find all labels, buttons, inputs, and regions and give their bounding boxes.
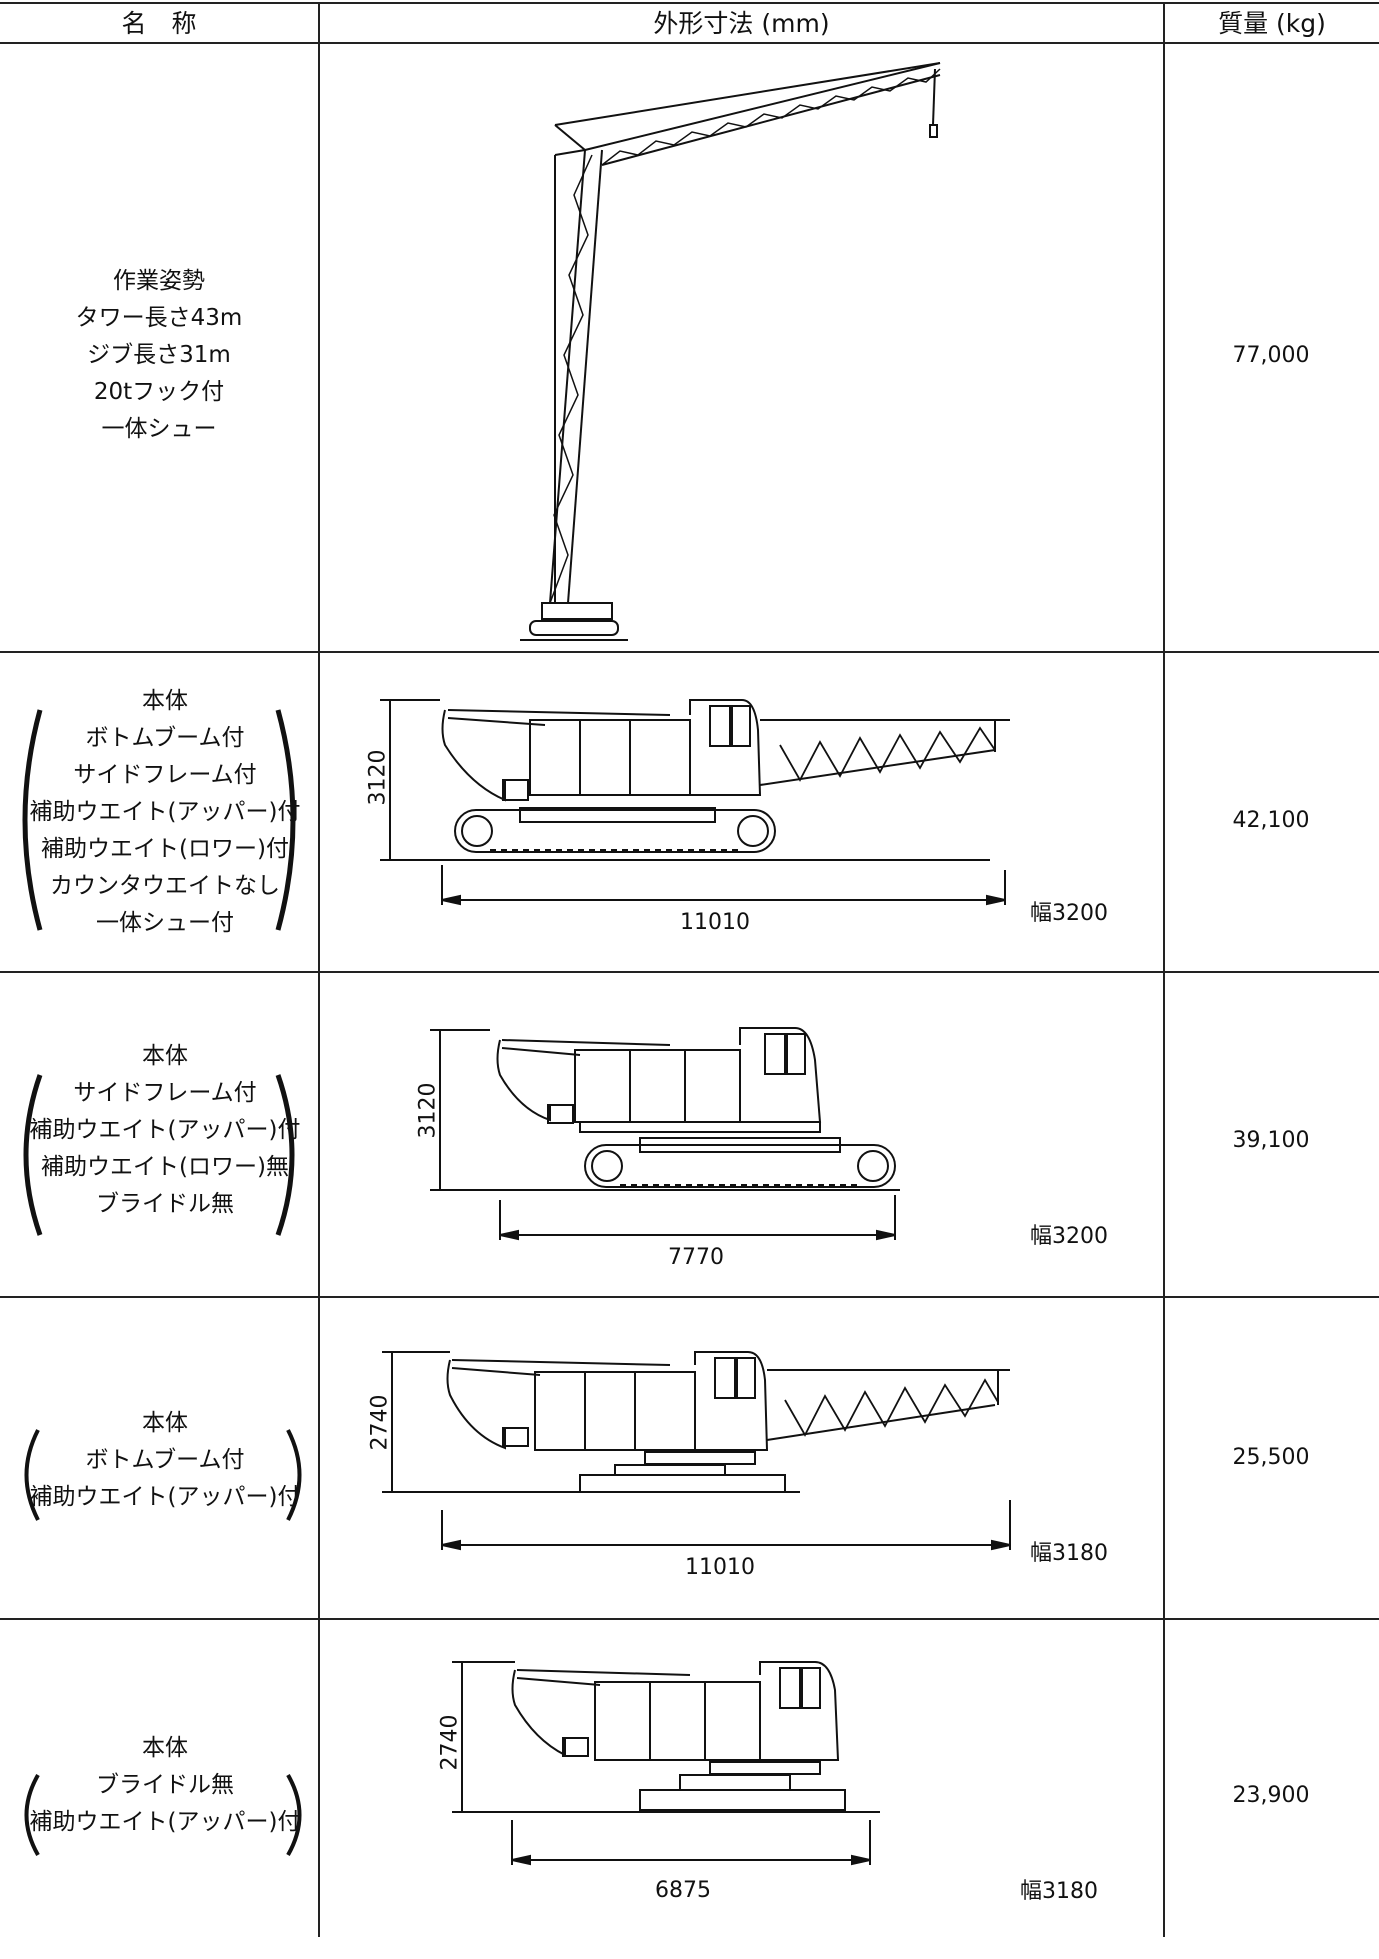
col-divider-right [1163,2,1165,1937]
row2-name-line: 一体シュー付 [96,910,234,936]
row3-brackets [23,1074,295,1236]
row5-width-label: 幅3180 [1020,1879,1098,1904]
row3-name-line: 補助ウエイト(アッパー)付 [29,1116,301,1143]
row5-mass: 23,900 [1232,1782,1310,1808]
row1-mass: 77,000 [1232,342,1310,368]
col-divider-left [318,2,320,1937]
row5-brackets [24,1774,302,1856]
row5-height-label: 2740 [437,1714,463,1771]
row3-name-line: 補助ウエイト(ロワー)無 [41,1153,289,1180]
header-bottom-border [0,42,1379,44]
row1-name-line: ジブ長さ31m [87,341,231,368]
upper-with-boom-drawing [382,1351,1011,1551]
row4-bottom-border [0,1618,1379,1620]
row3-length-label: 7770 [668,1245,724,1270]
row3-mass: 39,100 [1232,1127,1310,1153]
header-mass: 質量 (kg) [1218,9,1326,38]
row3-name-line: サイドフレーム付 [73,1079,257,1106]
row1-name: 作業姿勢 タワー長さ43m ジブ長さ31m 20tフック付 一体シュー [0,255,318,455]
row4-length-label: 11010 [685,1555,755,1580]
row3-name-line: ブライドル無 [96,1190,234,1217]
row4-mass: 25,500 [1232,1444,1310,1470]
row4-brackets [24,1429,302,1521]
row3-width-label: 幅3200 [1030,1224,1108,1249]
row3-height-label: 3120 [415,1082,441,1139]
row1-name-line: 20tフック付 [93,378,225,405]
row3-name-line: 本体 [142,1042,188,1069]
row2-name-line: サイドフレーム付 [73,762,257,788]
row5-length-label: 6875 [655,1878,711,1903]
row2-length-label: 11010 [680,910,750,935]
row4-height-label: 2740 [367,1394,393,1451]
row2-brackets [22,709,296,931]
table-top-border [0,2,1379,4]
row2-mass: 42,100 [1232,807,1310,833]
row2-name-line: ボトムブーム付 [85,725,245,751]
row5-name-line: 補助ウエイト(アッパー)付 [29,1808,301,1835]
row1-name-line: 一体シュー [101,415,217,442]
header-dimensions: 外形寸法 (mm) [653,9,830,38]
row2-name: 本体 ボトムブーム付 サイドフレーム付 補助ウエイト(アッパー)付 補助ウエイト… [20,680,310,945]
row1-name-line: 作業姿勢 [113,267,205,294]
tower-crane-drawing [520,62,941,641]
row2-name-line: 補助ウエイト(ロワー)付 [41,836,289,862]
row4-name-line: 本体 [142,1409,188,1436]
crawler-no-boom-drawing [430,1027,900,1241]
row2-width-label: 幅3200 [1030,901,1108,926]
row1-name-line: タワー長さ43m [75,304,243,331]
row5-name-line: 本体 [142,1734,188,1761]
row4-width-label: 幅3180 [1030,1541,1108,1566]
upper-no-boom-drawing [452,1661,880,1866]
row5-name: 本体 ブライドル無 補助ウエイト(アッパー)付 [20,1725,310,1845]
row4-name: 本体 ボトムブーム付 補助ウエイト(アッパー)付 [20,1400,310,1520]
row1-bottom-border [0,651,1379,653]
row4-name-line: ボトムブーム付 [85,1446,245,1473]
header-name: 名 称 [121,9,197,38]
row2-name-line: 本体 [142,688,188,714]
row5-name-line: ブライドル無 [96,1771,234,1798]
row4-name-line: 補助ウエイト(アッパー)付 [29,1483,301,1510]
crawler-with-boom-drawing [380,699,1010,906]
row2-height-label: 3120 [365,749,391,806]
row2-bottom-border [0,971,1379,973]
row3-name: 本体 サイドフレーム付 補助ウエイト(アッパー)付 補助ウエイト(ロワー)無 ブ… [20,1025,310,1235]
row2-name-line: カウンタウエイトなし [50,873,280,899]
row2-name-line: 補助ウエイト(アッパー)付 [29,799,301,825]
row3-bottom-border [0,1296,1379,1298]
